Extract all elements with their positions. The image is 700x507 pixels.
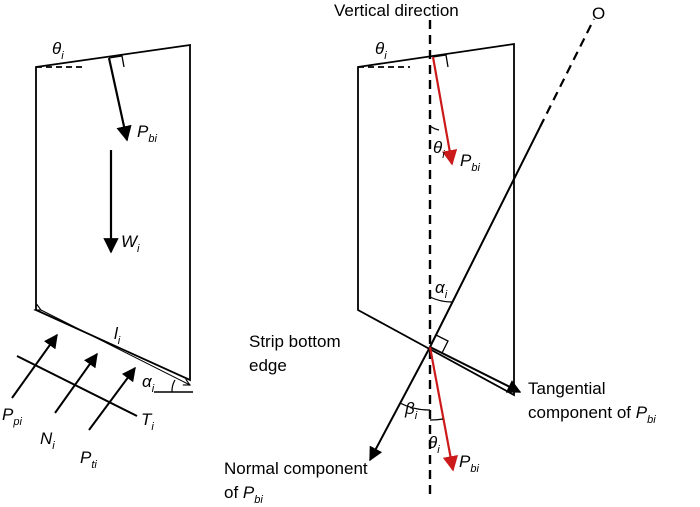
center-o-label: O: [592, 4, 605, 23]
length-dimension-line: [41, 310, 190, 385]
normal-component-label-line2: of Pbi: [224, 483, 263, 506]
left-alpha-label: αi: [142, 372, 155, 395]
right-top-pbi-arrow: [431, 56, 458, 166]
right-strip: [357, 42, 515, 397]
right-top-pbi-label: Pbi: [460, 151, 480, 174]
left-pbi-label: Pbi: [137, 122, 157, 145]
right-bottom-right-angle-mark: [435, 334, 449, 354]
right-panel: Vertical direction θi θi Pbi O αi Strip …: [224, 1, 656, 506]
radius-line-dashed: [539, 18, 595, 128]
radius-line-solid: [429, 126, 541, 348]
pti-arrow: [88, 366, 136, 431]
normal-component-label-line1: Normal component: [224, 459, 368, 478]
vertical-direction-label: Vertical direction: [334, 1, 459, 20]
pti-label: Pti: [80, 448, 97, 471]
right-top-right-angle-mark: [432, 54, 449, 68]
beta-label: βi: [404, 399, 418, 422]
weight-label: Wi: [121, 232, 140, 255]
normal-force-label: Ni: [40, 429, 55, 452]
left-strip: [35, 43, 191, 382]
right-theta-label: θi: [375, 39, 387, 62]
left-theta-label: θi: [52, 39, 64, 62]
right-bottom-theta-arc: [429, 418, 444, 421]
strip-bottom-edge-label-line1: Strip bottom: [249, 332, 341, 351]
right-top-theta-arc: [429, 125, 440, 131]
left-alpha-arc: [171, 379, 176, 393]
right-top-theta-label: θi: [433, 138, 445, 161]
strip-bottom-edge-label-line2: edge: [249, 356, 287, 375]
beta-arc: [399, 402, 431, 411]
left-panel: θi Pbi Wi li αi Ppi Ni Pti Ti: [2, 39, 193, 471]
shear-force-label: Ti: [141, 410, 154, 433]
right-alpha-arc: [429, 296, 453, 303]
left-right-angle-mark: [108, 55, 125, 68]
length-label: li: [114, 324, 121, 347]
right-alpha-label: αi: [435, 278, 448, 301]
ppi-arrow: [11, 333, 58, 399]
ppi-label: Ppi: [2, 405, 22, 428]
normal-force-arrow: [54, 352, 98, 414]
shear-force-line: [16, 355, 138, 417]
right-bottom-pbi-arrow: [428, 346, 459, 472]
tangential-component-arrow: [429, 346, 522, 393]
right-bottom-theta-label: θi: [428, 433, 440, 456]
tangential-component-label-line2: component of Pbi: [528, 403, 656, 426]
left-pbi-arrow: [107, 57, 132, 142]
right-bottom-pbi-label: Pbi: [459, 452, 479, 475]
tangential-component-label-line1: Tangential: [528, 379, 606, 398]
